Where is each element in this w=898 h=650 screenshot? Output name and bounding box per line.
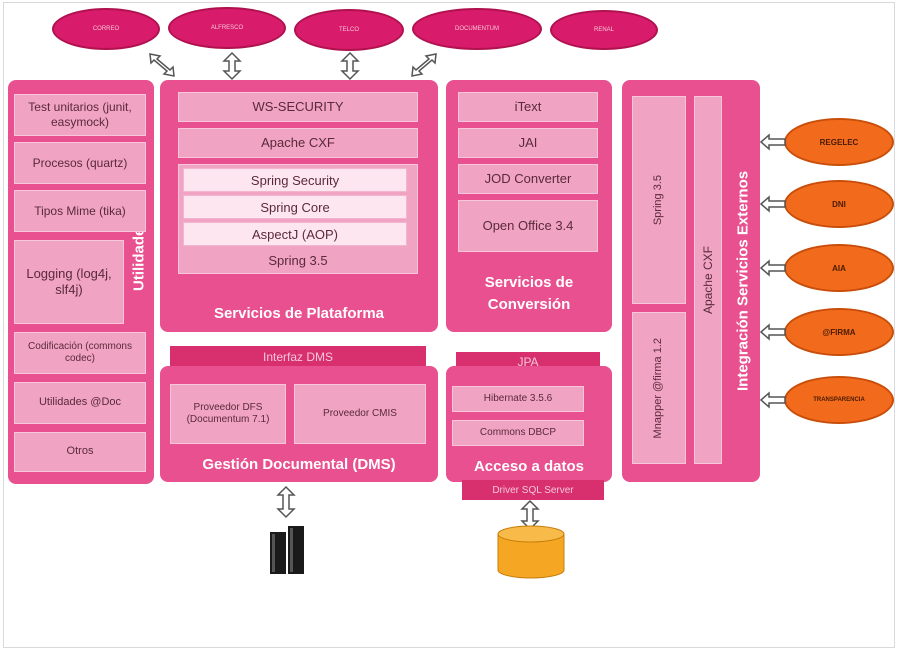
oval-aia: AIA <box>784 244 894 292</box>
arrow-right-2 <box>759 195 786 213</box>
utilidades-item: Otros <box>14 432 146 472</box>
arrow-documentum <box>411 53 437 77</box>
arrow-alfresco <box>222 51 242 81</box>
spring-core-box: Spring Core <box>183 195 407 219</box>
diagram-frame <box>3 2 895 648</box>
utilidades-item: Utilidades @Doc <box>14 382 146 424</box>
arrow-right-1 <box>759 133 786 151</box>
oval-telco: TELCO <box>294 9 404 51</box>
apache-cxf-box: Apache CXF <box>178 128 418 158</box>
arrow-dms-down <box>276 485 296 519</box>
datos-title: Acceso a datos <box>473 457 585 475</box>
arrow-right-4 <box>759 323 786 341</box>
oval-alfresco: ALFRESCO <box>168 7 286 49</box>
oval-label: CORREO <box>92 26 120 32</box>
spring-security-box: Spring Security <box>183 168 407 192</box>
arrow-right-5 <box>759 391 786 409</box>
oval-dni: DNI <box>784 180 894 228</box>
oval-label: REGELEC <box>819 137 859 147</box>
utilidades-item: Logging (log4j, slf4j) <box>14 240 124 324</box>
spring-35-vertical-box: Spring 3.5 <box>632 96 686 304</box>
oval-regelec: REGELEC <box>784 118 894 166</box>
hibernate-box: Hibernate 3.5.6 <box>452 386 584 412</box>
oval-label: RENAL <box>593 27 614 33</box>
utilidades-item: Test unitarios (junit, easymock) <box>14 94 146 136</box>
utilidades-item: Tipos Mime (tika) <box>14 190 146 232</box>
oval-documentum: DOCUMENTUM <box>412 8 542 50</box>
oval-label: AIA <box>832 263 846 273</box>
conversion-item: iText <box>458 92 598 122</box>
oval-correo: CORREO <box>52 8 160 50</box>
driver-sql-bar: Driver SQL Server <box>462 480 604 500</box>
oval-transparencia: TRANSPARENCIA <box>784 376 894 424</box>
oval-label: DOCUMENTUM <box>455 26 499 32</box>
utilidades-item: Procesos (quartz) <box>14 142 146 184</box>
utilidades-item: Codificación (commons codec) <box>14 332 146 374</box>
oval-firma: @FIRMA <box>784 308 894 356</box>
ws-security-box: WS-SECURITY <box>178 92 418 122</box>
mapper-box: Mnapper @firma 1.2 <box>632 312 686 464</box>
oval-label: ALFRESCO <box>210 25 244 31</box>
spring-35-label: Spring 3.5 <box>268 252 328 268</box>
spring-35-vertical-label: Spring 3.5 <box>652 174 665 226</box>
conversion-item: JOD Converter <box>458 164 598 194</box>
plataforma-title: Servicios de Plataforma <box>213 304 385 322</box>
arrow-correo <box>149 53 175 77</box>
apache-cxf-vertical-box: Apache CXF <box>694 96 722 464</box>
provider-dfs-box: Proveedor DFS (Documentum 7.1) <box>170 384 286 444</box>
conversion-title: Servicios de Conversión <box>484 273 574 314</box>
database-icon <box>497 525 565 579</box>
arrow-right-3 <box>759 259 786 277</box>
oval-label: TRANSPARENCIA <box>813 397 865 403</box>
oval-renal: RENAL <box>550 10 658 50</box>
provider-cmis-box: Proveedor CMIS <box>294 384 426 444</box>
server-icon <box>270 526 304 574</box>
conversion-item: Open Office 3.4 <box>458 200 598 252</box>
oval-label: @FIRMA <box>822 327 856 337</box>
integracion-title: Integración Servicios Externos <box>734 170 752 392</box>
conversion-item: JAI <box>458 128 598 158</box>
aspectj-box: AspectJ (AOP) <box>183 222 407 246</box>
apache-cxf-vertical-label: Apache CXF <box>700 245 715 315</box>
oval-label: TELCO <box>338 27 359 33</box>
dms-title: Gestión Documental (DMS) <box>202 455 396 473</box>
oval-label: DNI <box>832 199 846 209</box>
mapper-label: Mnapper @firma 1.2 <box>652 337 665 439</box>
arrow-telco <box>340 51 360 81</box>
interfaz-dms-bar: Interfaz DMS <box>170 346 426 368</box>
dbcp-box: Commons DBCP <box>452 420 584 446</box>
